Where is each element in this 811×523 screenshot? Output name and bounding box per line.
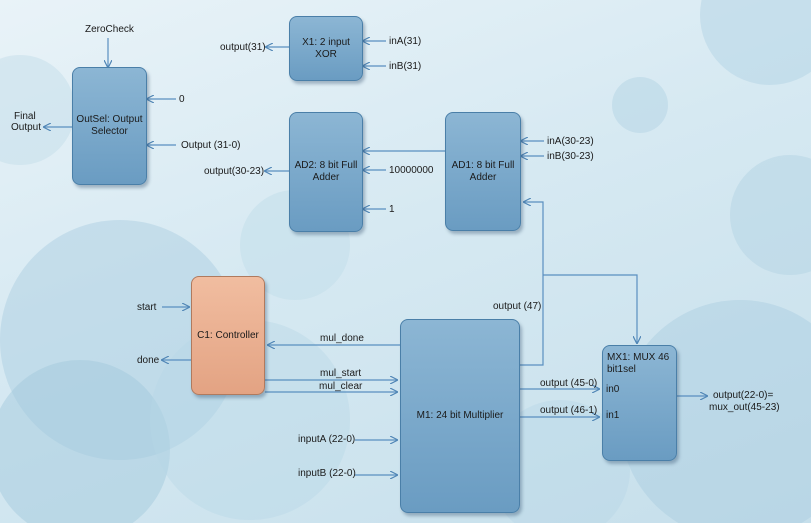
multiplier-block[interactable]: M1: 24 bit Multiplier	[400, 319, 520, 513]
mux-label: MX1: MUX 46 bit1sel	[607, 352, 670, 375]
final-output-label-line1: Final	[14, 111, 36, 122]
done-signal-label: done	[137, 355, 160, 366]
ad2-constant-label: 10000000	[389, 165, 434, 176]
mul-start-label: mul_start	[320, 368, 362, 379]
ad2-carry-one-label: 1	[389, 204, 395, 215]
mux-block[interactable]: MX1: MUX 46 bit1sel	[602, 345, 677, 461]
mul-done-label: mul_done	[320, 333, 364, 344]
adder-ad1-label: AD1: 8 bit Full Adder	[451, 159, 515, 183]
outsel-input-31-0-label: Output (31-0)	[181, 140, 241, 151]
mux-output-label-line1: output(22-0)=	[713, 390, 774, 401]
controller-block[interactable]: C1: Controller	[191, 276, 265, 395]
zerocheck-label: ZeroCheck	[85, 24, 134, 35]
output-selector-block[interactable]: OutSel: Output Selector	[72, 67, 147, 185]
controller-label: C1: Controller	[197, 329, 259, 341]
mux-output-label-line2: mux_out(45-23)	[709, 402, 780, 413]
output-45-0-label: output (45-0)	[540, 378, 598, 389]
outsel-input-0-label: 0	[179, 94, 185, 105]
input-b-label: inputB (22-0)	[298, 468, 356, 479]
mul-clear-label: mul_clear	[319, 381, 363, 392]
mux-in0-label: in0	[606, 384, 620, 395]
ad1-input-a-label: inA(30-23)	[547, 136, 594, 147]
input-a-label: inputA (22-0)	[298, 434, 356, 445]
xor-block-label: X1: 2 input XOR	[302, 36, 350, 60]
ad2-output-label: output(30-23)	[204, 166, 265, 177]
mux-in1-label: in1	[606, 410, 620, 421]
start-signal-label: start	[137, 302, 157, 313]
output-46-1-label: output (46-1)	[540, 405, 598, 416]
adder-ad1-block[interactable]: AD1: 8 bit Full Adder	[445, 112, 521, 231]
output-47-label: output (47)	[493, 301, 542, 312]
xor-input-b-label: inB(31)	[389, 61, 422, 72]
ad1-input-b-label: inB(30-23)	[547, 151, 594, 162]
final-output-label-line2: Output	[11, 122, 42, 133]
adder-ad2-block[interactable]: AD2: 8 bit Full Adder	[289, 112, 363, 232]
xor-output-label: output(31)	[220, 42, 266, 53]
xor-block[interactable]: X1: 2 input XOR	[289, 16, 363, 81]
output-selector-label: OutSel: Output Selector	[76, 114, 143, 137]
adder-ad2-label: AD2: 8 bit Full Adder	[294, 160, 358, 183]
multiplier-label: M1: 24 bit Multiplier	[416, 410, 504, 421]
xor-input-a-label: inA(31)	[389, 36, 422, 47]
